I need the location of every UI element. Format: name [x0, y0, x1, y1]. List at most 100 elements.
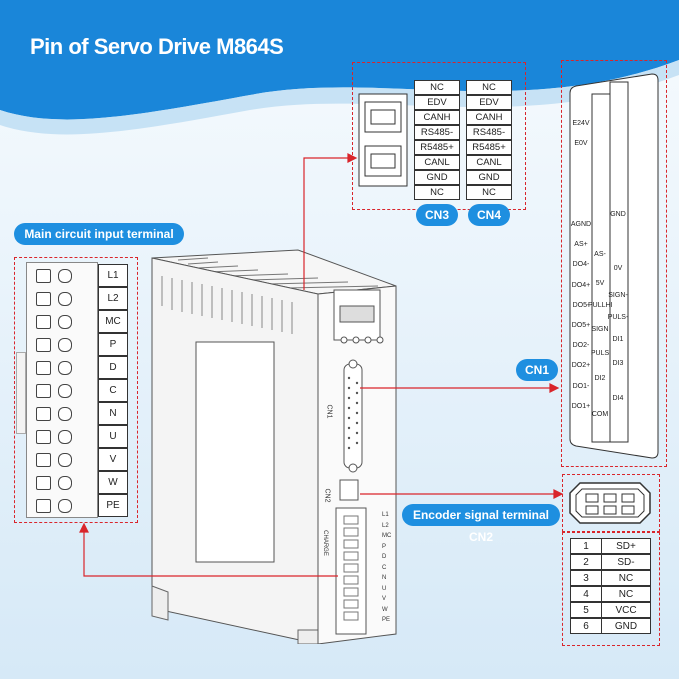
- cn3-pin: CANH: [414, 110, 460, 125]
- cn4-label: CN4: [468, 204, 510, 226]
- cn1-label: CN1: [516, 359, 558, 381]
- cn2-pin-number: 6: [570, 618, 602, 634]
- cn1-left-pin: DO4+: [571, 281, 591, 289]
- cn3-pin: NC: [414, 185, 460, 200]
- cn4-pin: NC: [466, 185, 512, 200]
- cn4-pin: CANL: [466, 155, 512, 170]
- terminal-label: MC: [98, 310, 128, 333]
- device-terminal-text: W: [382, 606, 388, 613]
- terminal-label: V: [98, 448, 128, 471]
- cn1-connector: [569, 73, 659, 459]
- terminal-screw: [36, 407, 51, 421]
- terminal-label: L2: [98, 287, 128, 310]
- encoder-label: Encoder signal terminal CN2: [402, 504, 560, 544]
- cn2-pin-signal: NC: [601, 570, 651, 586]
- cn1-left-pin: E0V: [574, 140, 588, 148]
- terminal-screw: [36, 338, 51, 352]
- cn1-right-pin: 5V: [595, 279, 605, 287]
- terminal-screw: [36, 292, 51, 306]
- cn2-pin-number: 1: [570, 538, 602, 554]
- terminal-label: D: [98, 356, 128, 379]
- device-cn1-text: CN1: [325, 404, 333, 419]
- terminal-label: C: [98, 379, 128, 402]
- cn1-right-pin: COM: [591, 410, 609, 418]
- terminal-slot: [58, 315, 72, 329]
- terminal-label: W: [98, 471, 128, 494]
- cn1-right-pin: DI4: [612, 394, 624, 402]
- terminal-slot: [58, 499, 72, 513]
- cn3-pin: RS485-: [414, 125, 460, 140]
- terminal-clip: [16, 352, 26, 434]
- cn4-pin: NC: [466, 80, 512, 95]
- cn3-pin: GND: [414, 170, 460, 185]
- cn1-right-pin: PULS-: [607, 313, 629, 321]
- device-terminal-text: L2: [382, 522, 389, 529]
- cn3-label: CN3: [416, 204, 458, 226]
- terminal-screw: [36, 315, 51, 329]
- cn1-left-pin: DO5-: [572, 301, 590, 309]
- device-cn2-text: CN2: [323, 488, 331, 503]
- device-terminal-text: L1: [382, 512, 389, 518]
- terminal-slot: [58, 430, 72, 444]
- cn4-pin: EDV: [466, 95, 512, 110]
- device-terminal-text: MC: [382, 533, 392, 539]
- cn4-pin: CANH: [466, 110, 512, 125]
- servo-drive-drawing: [151, 249, 397, 644]
- cn1-left-pin: DO5+: [571, 322, 591, 329]
- cn1-left-pin: DO1-: [572, 382, 590, 390]
- terminal-label: L1: [98, 264, 128, 287]
- terminal-screw: [36, 430, 51, 444]
- page-title: Pin of Servo Drive M864S: [30, 34, 284, 59]
- terminal-slot: [58, 407, 72, 421]
- cn2-pin-signal: NC: [601, 586, 651, 602]
- cn1-right-pin: GND: [610, 210, 626, 218]
- rj45-ports: [358, 93, 408, 187]
- main-circuit-label: Main circuit input terminal: [14, 223, 184, 245]
- terminal-slot: [58, 453, 72, 467]
- terminal-slot: [58, 361, 72, 375]
- cn2-pin-signal: VCC: [601, 602, 651, 618]
- cn1-left-pin: E24V: [572, 120, 590, 127]
- cn4-pin: R5485+: [466, 140, 512, 155]
- terminal-screw: [36, 499, 51, 513]
- cn2-box: [562, 474, 660, 532]
- cn2-pin-number: 4: [570, 586, 602, 602]
- device-terminal-text: N: [382, 575, 387, 581]
- cn1-right-pin: DI2: [594, 374, 606, 382]
- cn1-right-pin: DI1: [612, 336, 624, 344]
- cn2-pin-number: 3: [570, 570, 602, 586]
- cn1-right-pin: 0V: [613, 265, 623, 273]
- cn3-pin: EDV: [414, 95, 460, 110]
- device-terminal-text: V: [382, 596, 387, 602]
- terminal-slot: [58, 292, 72, 306]
- cn1-box: [561, 60, 667, 467]
- cn2-pin-signal: GND: [601, 618, 651, 634]
- terminal-slot: [58, 476, 72, 490]
- cn1-right-pin: PULLHI: [588, 301, 613, 309]
- cn1-right-pin: DI3: [612, 360, 624, 368]
- terminal-slot: [58, 384, 72, 398]
- terminal-slot: [58, 269, 72, 283]
- cn1-right-pin: AS-: [594, 251, 606, 259]
- cn2-table-box: [562, 532, 660, 646]
- terminal-label: N: [98, 402, 128, 425]
- terminal-screw: [36, 453, 51, 467]
- cn2-pin-number: 2: [570, 554, 602, 570]
- cn1-right-pin: SIGN: [591, 326, 609, 334]
- cn2-pin-number: 5: [570, 602, 602, 618]
- terminal-slot: [58, 338, 72, 352]
- cn3-pin: CANL: [414, 155, 460, 170]
- cn1-right-pin: PULS: [590, 350, 610, 358]
- cn1-left-pin: AS+: [574, 241, 588, 249]
- device-terminal-text: C: [382, 564, 387, 571]
- cn1-left-pin: DO2-: [572, 342, 590, 350]
- device-terminal-text: PE: [382, 617, 391, 623]
- cn3-pin: NC: [414, 80, 460, 95]
- cn1-left-pin: AGND: [570, 221, 592, 228]
- cn3-pin: R5485+: [414, 140, 460, 155]
- cn4-pin: GND: [466, 170, 512, 185]
- terminal-label: PE: [98, 494, 128, 517]
- device-charge-text: CHARGE: [321, 530, 328, 556]
- device-terminal-text: P: [382, 543, 387, 550]
- cn1-right-pin: SIGN-: [608, 291, 628, 299]
